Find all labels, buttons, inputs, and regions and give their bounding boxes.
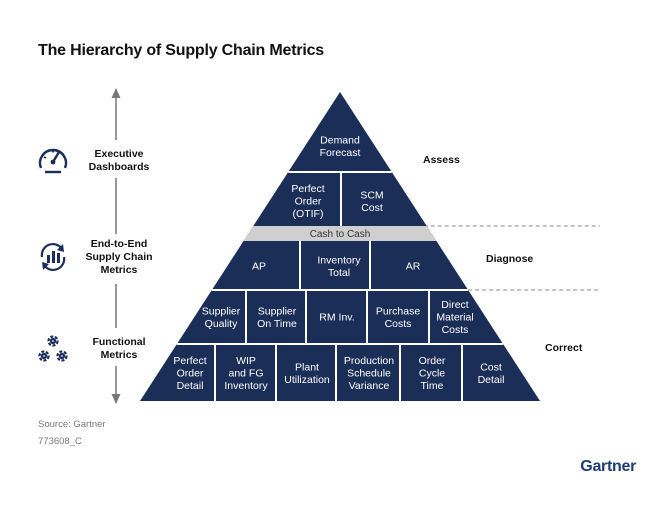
gears-icon [38,335,68,362]
section-dividers [416,225,600,291]
cell-ar: AR [406,261,421,273]
cell-rm-inv: RM Inv. [319,312,354,324]
vertical-arrow [111,88,121,404]
gartner-logo: Gartner [580,458,636,475]
arrow-head-down [111,394,121,404]
gauge-icon [38,148,68,174]
page-title: The Hierarchy of Supply Chain Metrics [38,42,324,59]
assess-label: Assess [423,154,460,166]
cash-to-cash-band [243,226,437,241]
pyramid-body [140,92,540,401]
cell-ap: AP [252,261,266,273]
diagnose-label: Diagnose [486,253,534,265]
cash-to-cash-label: Cash to Cash [310,229,371,240]
source-note: Source: Gartner [38,419,106,430]
figure-code: 773608_C [38,436,82,447]
arrow-head-up [111,88,121,98]
cycle-chart-icon [40,242,66,272]
correct-label: Correct [545,342,583,354]
